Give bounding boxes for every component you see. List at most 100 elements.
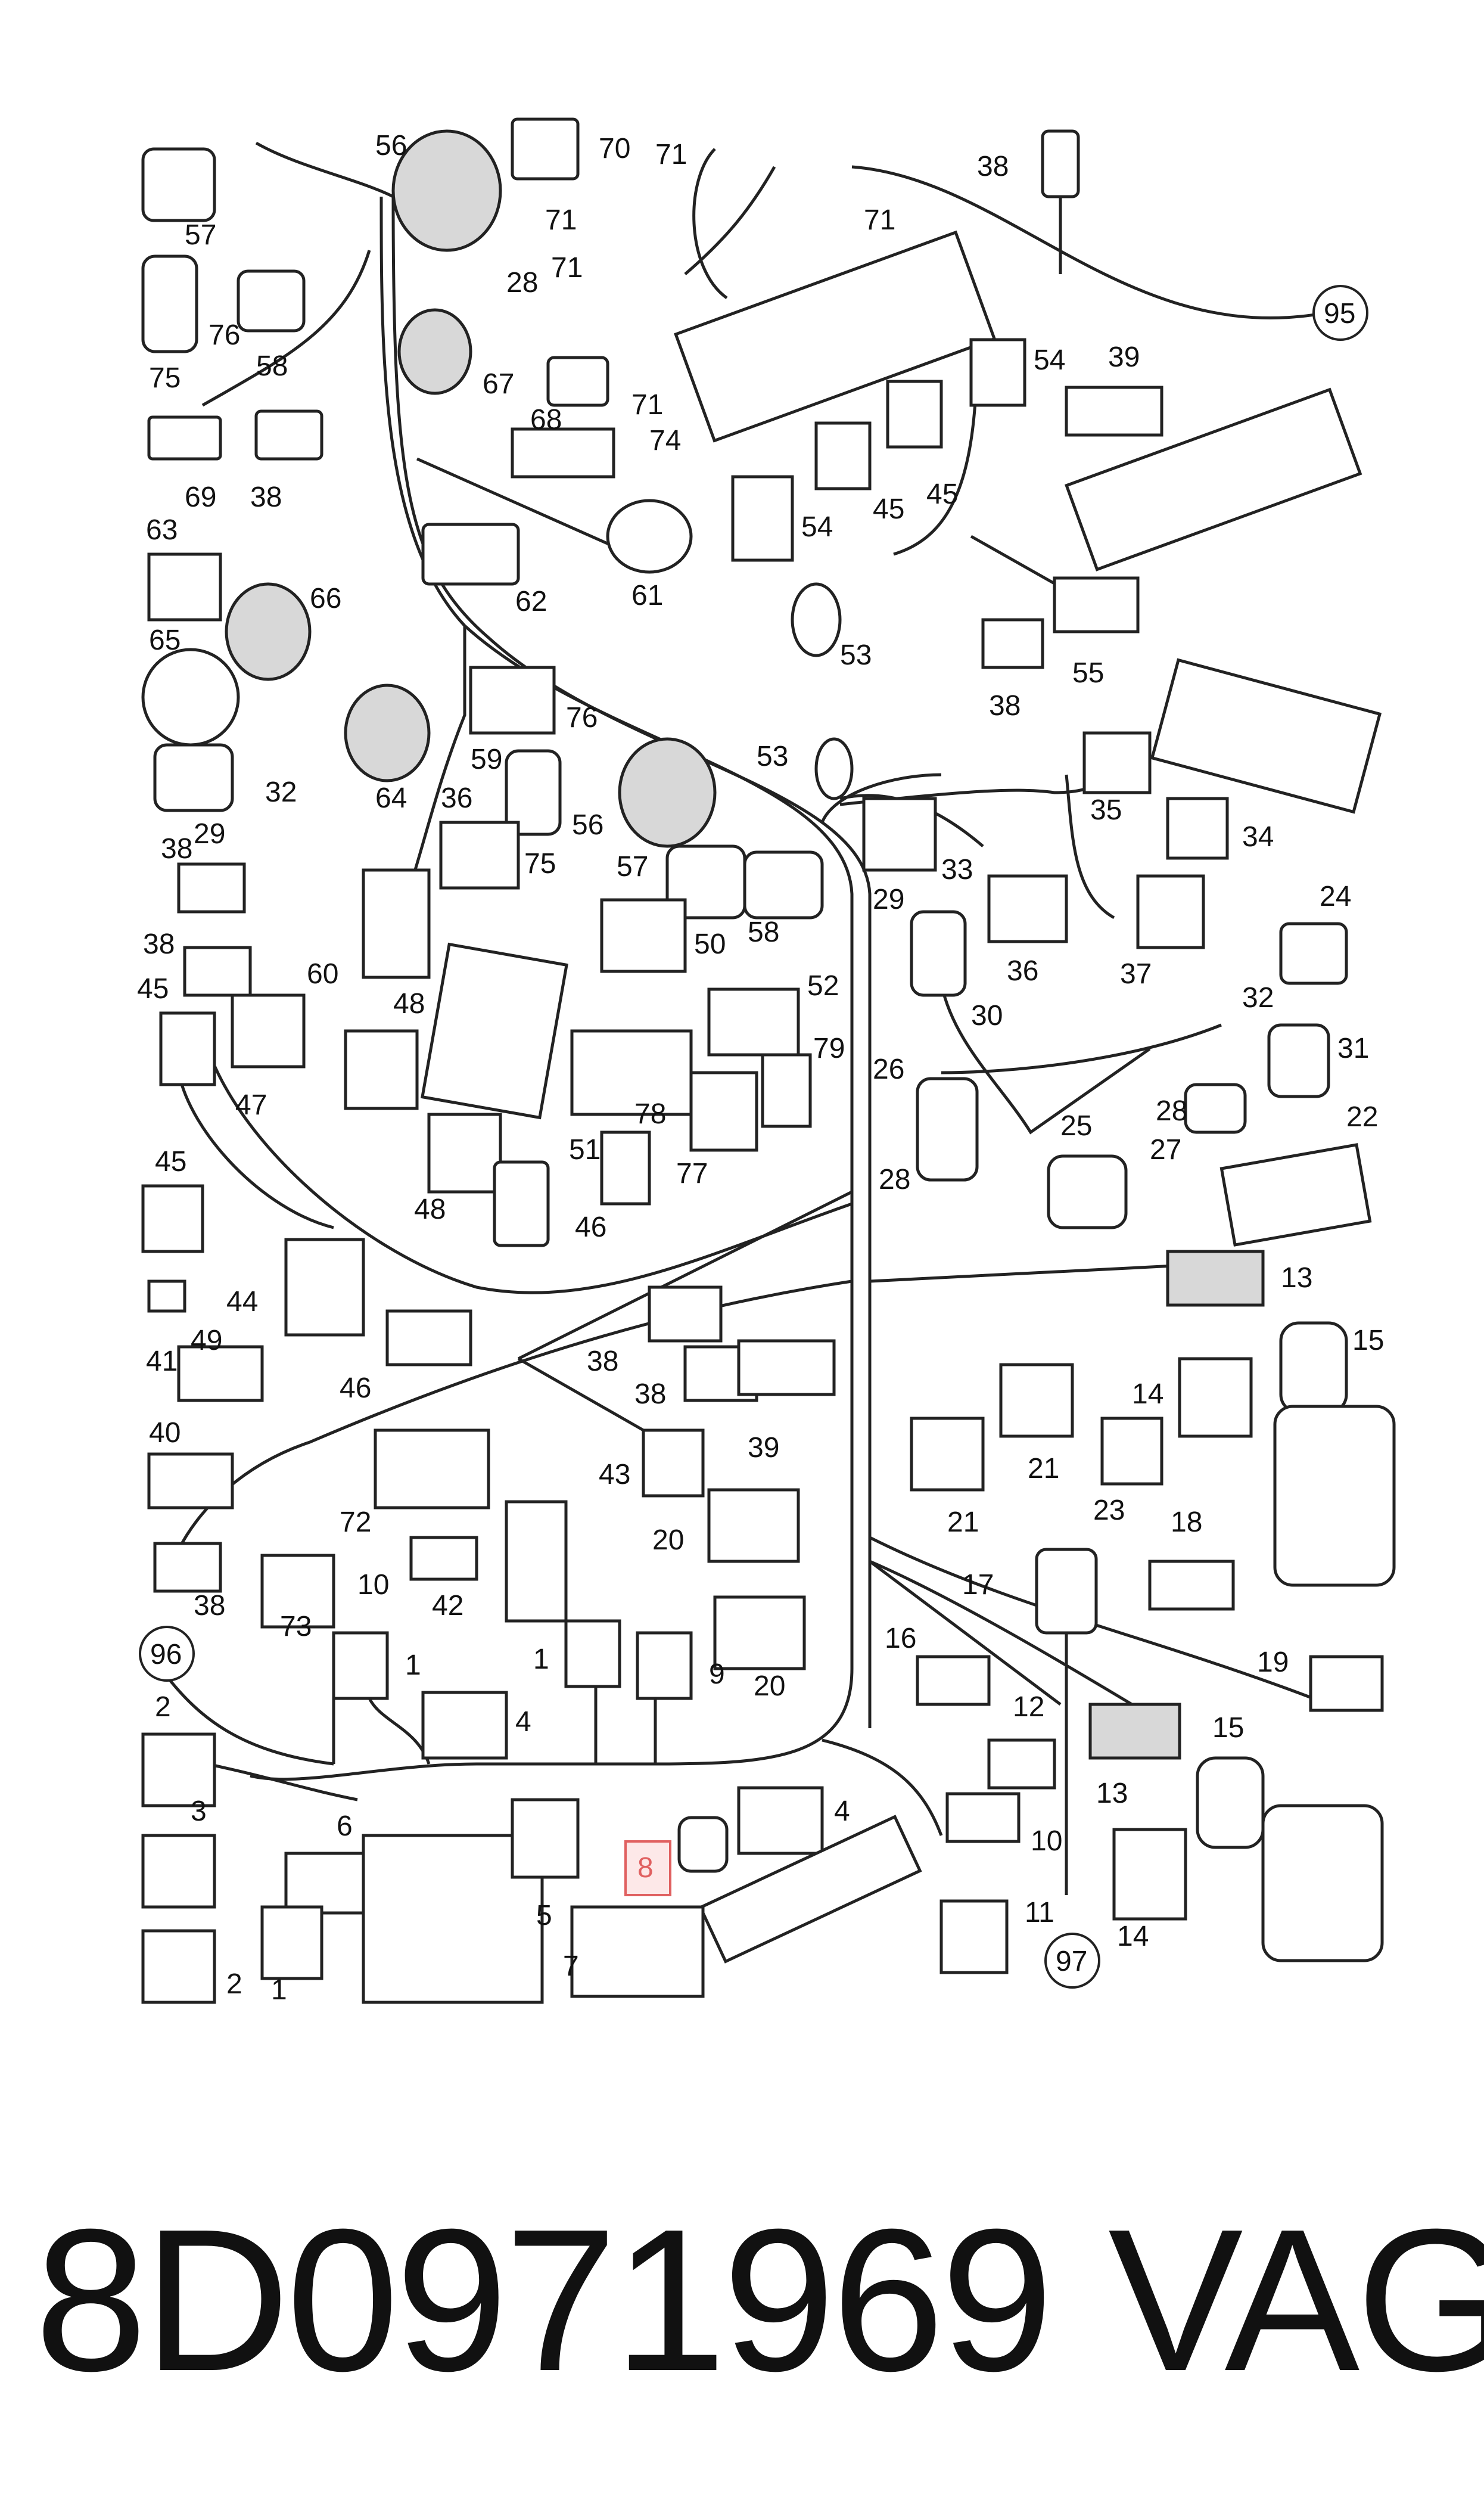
connector-31 [1267,1023,1330,1098]
callout-96: 96 [150,1639,182,1670]
callout-79: 79 [813,1033,845,1064]
grommet-66 [225,582,312,681]
connector-49 [147,1279,186,1313]
callout-45: 45 [137,973,169,1005]
connector-14-a [1178,1357,1253,1438]
callout-60: 60 [307,958,338,990]
connector-50 [600,898,687,973]
callout-77: 77 [676,1158,708,1189]
fuel-pump-a [1273,1405,1396,1587]
callout-41: 41 [146,1346,178,1377]
connector-19 [1309,1655,1384,1712]
connector-16 [916,1655,991,1706]
callout-38: 38 [989,690,1021,722]
connector-1-c [260,1905,323,1980]
grommet-64 [344,684,431,782]
callout-73: 73 [280,1611,312,1642]
callout-12: 12 [1013,1691,1044,1723]
callout-6: 6 [337,1810,353,1842]
bracket-11-rail [698,1815,922,1964]
wiring-harness-diagram: 56 70 71 71 71 71 71 38 95 57 76 75 58 2… [137,117,1396,2006]
callout-78: 78 [634,1098,666,1130]
grommet-53-a [791,582,842,657]
ecu-module [1150,658,1382,814]
grommet-56 [391,129,502,252]
callout-38: 38 [250,482,282,513]
connector-60 [362,868,431,979]
connector-38-e [183,946,252,997]
connector-45-d [141,1184,204,1253]
connector-9 [636,1631,693,1700]
callout-75: 75 [149,362,181,394]
connector-72 [374,1428,490,1509]
part-number: 8D0971969 [35,2187,1053,2414]
callout-71: 71 [631,389,663,421]
callout-18: 18 [1171,1507,1202,1538]
module-box [421,942,568,1120]
callout-53: 53 [840,639,872,671]
connector-48-b [427,1113,502,1194]
switch-panel [1065,387,1362,571]
connector-45-b [814,421,872,490]
callout-38: 38 [977,151,1009,182]
connector-33 [862,797,937,872]
callout-34: 34 [1242,821,1274,853]
callout-21: 21 [1028,1453,1059,1484]
callout-50: 50 [694,928,726,960]
callout-44: 44 [226,1286,258,1318]
callout-17: 17 [962,1569,994,1601]
connector-38-d [177,862,246,914]
connector-25 [1047,1154,1128,1229]
connector-68 [546,356,609,407]
callout-38: 38 [161,833,192,865]
callout-52: 52 [807,970,839,1002]
callout-36: 36 [1007,955,1038,987]
callout-32: 32 [1242,982,1274,1014]
callout-65: 65 [149,625,181,656]
connector-57 [141,147,216,222]
bracket-74 [511,427,615,479]
connector-37 [1136,874,1205,949]
callout-42: 42 [432,1590,463,1622]
callout-22: 22 [1346,1101,1378,1133]
callout-61: 61 [631,580,663,611]
ref-circle-97 [1044,1933,1100,1989]
callout-15: 15 [1352,1325,1384,1356]
connector-2-a [141,1732,216,1807]
connector-4-a [421,1691,508,1760]
callout-36: 36 [441,782,472,814]
callout-74: 74 [649,425,681,456]
callout-2: 2 [155,1691,171,1723]
callout-1: 1 [271,1974,287,2006]
callout-38: 38 [587,1346,618,1377]
connector-38-a [254,409,323,461]
connector-1-a [332,1631,389,1700]
connector-46-b [385,1309,472,1366]
callout-14: 14 [1132,1378,1163,1410]
connector-62 [421,523,520,586]
connector-1-b [564,1619,621,1688]
callout-56: 56 [572,809,603,841]
connector-10-b [945,1792,1021,1843]
callout-45: 45 [926,479,958,510]
callout-32: 32 [265,776,297,808]
ref-circle-95 [1312,285,1368,341]
ref-circle-96 [139,1626,195,1682]
connector-26 [916,1077,979,1182]
callout-95: 95 [1324,298,1355,330]
callout-75: 75 [524,848,556,880]
connector-15-b [1196,1756,1265,1849]
connector-77 [600,1130,651,1206]
connector-23 [1100,1417,1163,1486]
callout-71: 71 [551,252,583,284]
callout-1: 1 [533,1644,549,1675]
callout-13: 13 [1096,1778,1128,1809]
connector-48-a [344,1029,419,1110]
callout-16: 16 [885,1623,916,1654]
connector-75-b [505,749,562,836]
callout-2: 2 [226,1968,242,2000]
connector-4-b [737,1786,824,1855]
fuel-pump-b [1261,1804,1384,1962]
callout-15: 15 [1212,1712,1244,1744]
callout-56: 56 [375,130,407,161]
